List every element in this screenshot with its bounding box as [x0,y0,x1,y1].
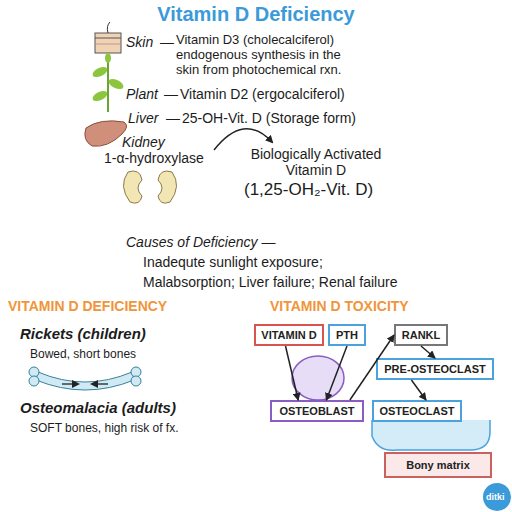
source-description: Vitamin D3 (cholecalciferol) endogenous … [176,32,348,77]
node-text: RANKL [402,329,441,341]
source-description: 25-OH-Vit. D (Storage form) [182,110,356,126]
watermark: ditki [486,492,505,502]
cell-box: PRE-OSTEOCLAST [376,358,494,380]
node-text: PRE-OSTEOCLAST [384,363,485,375]
plant-icon [91,53,125,112]
section-heading: VITAMIN D DEFICIENCY [8,298,167,314]
source-name: Plant [126,86,158,102]
chemical-formula: (1,25-OH₂-Vit. D) [244,180,373,199]
source-name: Liver [128,110,158,126]
condition-description: Bowed, short bones [30,346,136,362]
enzyme-name: 1-α-hydroxylase [104,150,204,166]
node-text: OSTEOBLAST [279,405,354,417]
condition-description: SOFT bones, high risk of fx. [30,420,179,436]
bowed-bone [29,367,141,390]
dash: — [166,110,180,126]
cell-box: OSTEOBLAST [270,400,364,422]
diagram-title: Vitamin D Deficiency [0,3,512,26]
arrow-connector [286,346,299,400]
skin-icon [95,22,121,53]
cell-box: OSTEOCLAST [372,400,462,422]
source-description: Vitamin D2 (ergocalciferol) [180,86,345,102]
osteoblast-cell [292,356,344,400]
section-heading: VITAMIN D TOXICITY [270,298,409,314]
section-heading: Causes of Deficiency — [126,234,275,250]
arrow-connector [326,346,347,400]
condition-name: Osteomalacia (adults) [20,400,176,416]
osteoclast-cell [372,420,490,450]
tissue-box: Bony matrix [384,452,492,478]
watermark-badge [483,483,511,511]
dash: — [164,86,178,102]
molecule-box: VITAMIN D [254,324,324,346]
node-text: VITAMIN D [261,329,316,341]
active-form-name: Biologically Activated Vitamin D [232,146,400,178]
condition-name: Rickets (children) [20,326,146,342]
node-text: PTH [336,329,358,341]
node-text: OSTEOCLAST [379,405,454,417]
organ-name: Kidney [122,134,165,150]
kidney-icon [123,171,176,203]
cause-item: Inadequte sunlight exposure; [143,254,323,270]
arrow-connector [411,380,426,400]
signal-box: RANKL [394,324,448,346]
liver-icon [85,121,127,146]
source-name: Skin [126,34,153,50]
dash: — [160,34,174,50]
node-text: Bony matrix [406,459,470,471]
cause-item: Malabsorption; Liver failure; Renal fail… [143,274,397,290]
arrow-connector [421,346,435,358]
hormone-box: PTH [328,324,366,346]
